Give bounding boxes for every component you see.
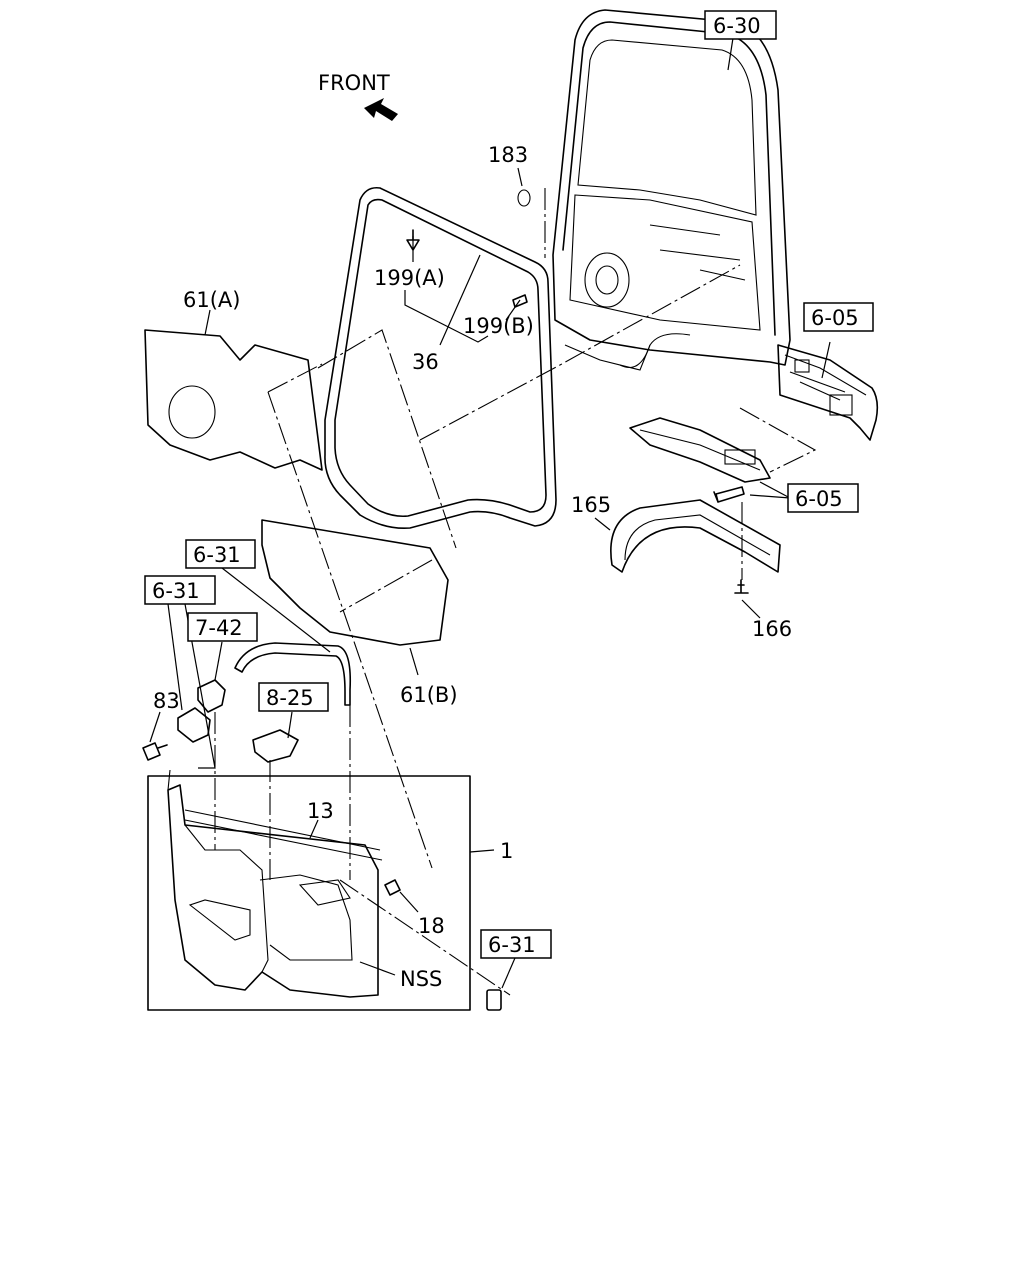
- callout-166: 166: [752, 617, 792, 641]
- door-weatherstrip-36: [324, 186, 557, 530]
- ref-box-6-05-upper[interactable]: 6-05: [803, 302, 874, 332]
- ref-label-6-30: 6-30: [713, 14, 761, 38]
- front-label: FRONT: [318, 71, 390, 95]
- ref-box-6-31-a[interactable]: 6-31: [185, 539, 256, 569]
- insulator-61b: [261, 519, 449, 646]
- callout-36: 36: [412, 350, 439, 374]
- clip-199b-icon: [512, 294, 528, 308]
- armrest-cover-165: [610, 499, 781, 573]
- ref-label-6-05-lower: 6-05: [795, 487, 843, 511]
- ref-label-6-31-c: 6-31: [488, 933, 536, 957]
- switch-8-25-icon: [252, 729, 299, 763]
- screw-18-icon: [384, 879, 401, 896]
- inner-panel-6-05: [777, 344, 879, 441]
- ref-label-6-31-a: 6-31: [193, 543, 241, 567]
- callout-18: 18: [418, 914, 445, 938]
- armrest-strip: [629, 417, 771, 483]
- ref-box-6-31-c[interactable]: 6-31: [480, 929, 552, 959]
- pull-handle: [234, 642, 352, 706]
- callout-199a: 199(A): [374, 266, 445, 290]
- cap-6-31-icon: [486, 989, 502, 1011]
- insulator-61a: [144, 329, 323, 471]
- front-arrow-icon: [364, 98, 398, 121]
- callout-1: 1: [500, 839, 513, 863]
- door-shell: [552, 9, 791, 371]
- callout-13: 13: [307, 799, 334, 823]
- ref-box-6-05-lower[interactable]: 6-05: [787, 483, 859, 513]
- bolt-83-icon: [142, 742, 168, 761]
- ref-label-7-42: 7-42: [195, 616, 243, 640]
- callout-183: 183: [488, 143, 528, 167]
- ref-label-6-05-upper: 6-05: [811, 306, 859, 330]
- callout-nss: NSS: [400, 967, 442, 991]
- ref-box-7-42[interactable]: 7-42: [187, 612, 258, 642]
- clip-166-icon: [734, 579, 749, 594]
- leader-lines: [149, 37, 831, 996]
- ref-label-8-25: 8-25: [266, 686, 314, 710]
- callout-165: 165: [571, 493, 611, 517]
- callout-83: 83: [153, 689, 180, 713]
- ref-box-6-31-b[interactable]: 6-31: [144, 575, 216, 605]
- ref-label-6-31-b: 6-31: [152, 579, 200, 603]
- pocket-6-31-icon: [177, 707, 211, 743]
- ref-box-6-30[interactable]: 6-30: [704, 10, 777, 40]
- ref-box-8-25[interactable]: 8-25: [258, 682, 329, 712]
- door-trim-panel: [167, 784, 383, 998]
- callout-199b: 199(B): [463, 314, 534, 338]
- screw-6-05-icon: [713, 486, 745, 503]
- plug-183-icon: [517, 189, 531, 207]
- door-trim-assembly-box: [147, 775, 471, 1011]
- callout-61a: 61(A): [183, 288, 240, 312]
- callout-61b: 61(B): [400, 683, 458, 707]
